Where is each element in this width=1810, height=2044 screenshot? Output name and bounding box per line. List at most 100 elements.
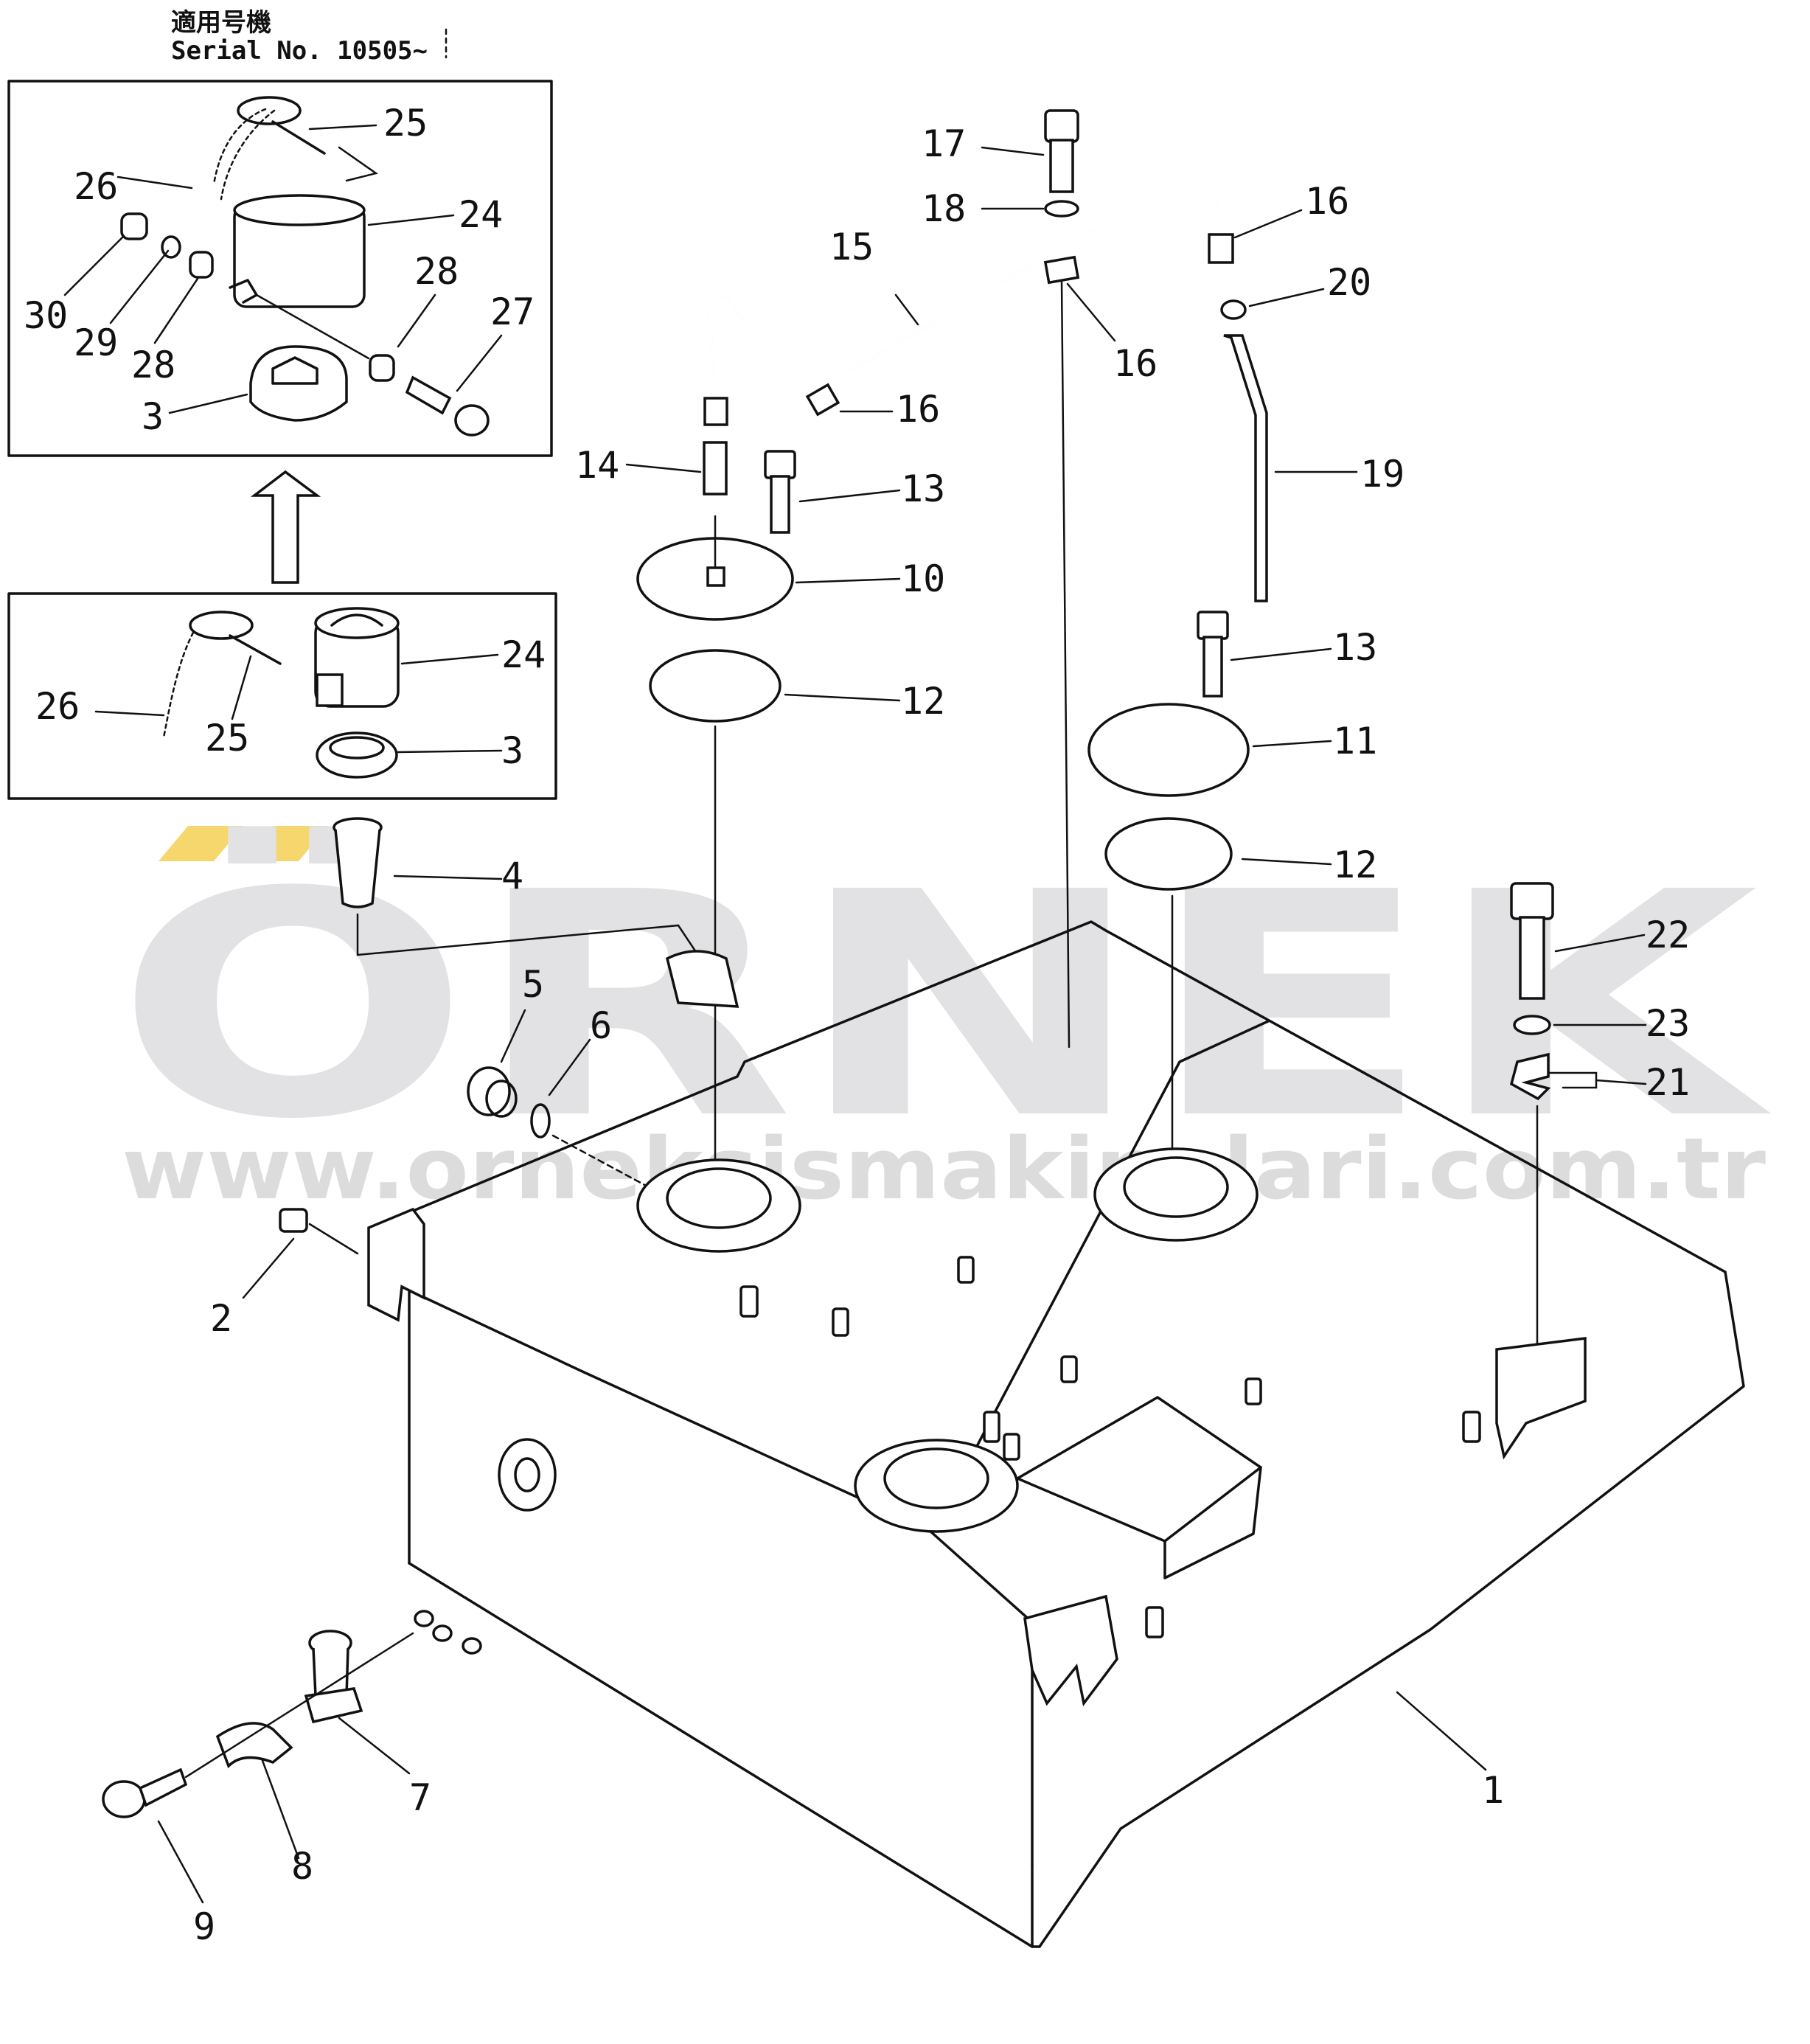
inset-lower-frame — [7, 592, 557, 800]
pin-25 — [271, 120, 326, 155]
filler-neck-4: 4 — [333, 817, 709, 971]
plug-assembly: 5 6 2 — [210, 963, 650, 1340]
leader-28b — [397, 293, 436, 348]
tank-top-divider — [931, 1020, 1270, 1532]
leader-6 — [548, 1038, 591, 1096]
chain-26-lower — [162, 631, 195, 739]
callout-29: 29 — [74, 321, 118, 364]
leader-13-left — [798, 489, 901, 503]
callout-3-lower: 3 — [501, 729, 523, 772]
callout-25-upper: 25 — [383, 102, 428, 145]
callout-17: 17 — [922, 122, 966, 165]
tank-opening-right-inner — [1123, 1156, 1229, 1218]
leader-27 — [456, 334, 503, 392]
left-cover-assembly: 14 13 10 12 — [575, 441, 945, 1181]
cover-10-port — [706, 566, 725, 587]
filler-neck-body — [334, 829, 381, 908]
bolt-27-shank — [405, 375, 452, 415]
callout-9: 9 — [193, 1905, 215, 1948]
leader-24a — [367, 214, 455, 226]
watermark-url: www.orneksismakinalari.com.tr — [122, 1120, 1766, 1219]
callout-30: 30 — [24, 294, 68, 337]
leader-28a — [153, 277, 199, 344]
leader-9 — [157, 1820, 204, 1904]
bolt-9-shank — [138, 1767, 188, 1807]
bolt-17-shank — [1049, 139, 1074, 193]
bolt-13-right-shank — [1202, 636, 1223, 698]
leader-8 — [260, 1757, 300, 1860]
drain-valve-7-body — [312, 1647, 349, 1697]
tank-bracket-right — [1495, 1337, 1587, 1460]
callout-21: 21 — [1646, 1061, 1690, 1104]
leader-10 — [795, 577, 901, 584]
tank-opening-left-inner — [666, 1167, 772, 1229]
leader-26a — [116, 175, 193, 190]
callout-12-right: 12 — [1333, 844, 1377, 886]
clamp-16-right — [1208, 233, 1234, 264]
watermark-brand: ÖRNEK — [114, 823, 1774, 1187]
leader-24b — [400, 653, 499, 665]
callout-26-lower: 26 — [35, 685, 80, 728]
fuel-cap-3-lower — [316, 731, 398, 779]
callout-15: 15 — [829, 226, 874, 268]
callout-27: 27 — [490, 291, 535, 333]
leader-11 — [1252, 740, 1332, 748]
gasket-12-left — [649, 649, 782, 723]
inset-arrow — [250, 470, 321, 584]
watermark-accent-right — [243, 826, 328, 861]
pipe-15-inner — [706, 173, 1225, 414]
leader-17 — [981, 146, 1045, 156]
callout-13-left: 13 — [901, 467, 945, 510]
callout-13-right: 13 — [1333, 626, 1377, 669]
stud-5 — [1245, 1377, 1262, 1405]
stud-3 — [957, 1256, 975, 1284]
callout-28-upper-right: 28 — [414, 250, 459, 293]
leader-12-left — [784, 693, 901, 702]
bolt-22-assembly: 22 23 21 — [1509, 882, 1690, 1366]
cover-11 — [1087, 703, 1250, 797]
fuel-cap-grip — [271, 356, 319, 385]
drain-stub-2 — [432, 1624, 453, 1642]
stud-2 — [832, 1307, 849, 1337]
tank-recess-depth — [1163, 1466, 1262, 1579]
stud-7 — [1003, 1433, 1020, 1461]
leader-21 — [1595, 1079, 1647, 1085]
tank-filler-stub — [665, 950, 739, 1008]
leader-30 — [63, 234, 125, 296]
stud-1 — [739, 1285, 759, 1318]
inset-upper-frame — [7, 80, 553, 457]
leader-24-to-28 — [255, 293, 370, 360]
serial-number-label: Serial No. 10505~ — [171, 36, 428, 66]
hose-19-assembly: 20 19 — [1220, 261, 1405, 602]
clamp-16-left — [805, 383, 840, 417]
tank-opening-front-inner — [883, 1447, 989, 1509]
leader-20 — [1248, 288, 1325, 307]
chain-ring-lower — [189, 611, 254, 640]
bolt-17-assembly: 17 18 — [922, 109, 1079, 1049]
leader-25a-fold — [338, 146, 378, 182]
tank-front-top-edge — [408, 1289, 1034, 1867]
tank-bottom-edge — [408, 1562, 1041, 1948]
tank-side-port-hole — [514, 1457, 540, 1492]
leader-7 — [338, 1717, 411, 1775]
callout-16-right: 16 — [1305, 180, 1349, 223]
callout-3-upper: 3 — [142, 395, 164, 438]
leader-16-mid — [1066, 282, 1116, 342]
tank-bracket-left — [367, 1207, 425, 1322]
leader-22 — [1554, 934, 1646, 953]
drain-stub-3 — [462, 1637, 482, 1655]
plug-5-thread — [485, 1080, 518, 1118]
callout-7: 7 — [409, 1776, 431, 1819]
callout-5: 5 — [522, 963, 544, 1006]
leader-1 — [1396, 1691, 1487, 1771]
leader-3a — [168, 393, 248, 414]
watermark: ÖRNEK www.orneksismakinalari.com.tr — [114, 823, 1774, 1219]
fuel-cap-3-lower-top — [329, 736, 385, 759]
bolt-17-guide-line — [1060, 279, 1071, 1049]
callout-8: 8 — [291, 1845, 313, 1888]
callout-14: 14 — [575, 444, 619, 487]
callout-18: 18 — [922, 187, 966, 230]
tank-side-port — [498, 1438, 557, 1512]
bolt-9-head — [102, 1780, 146, 1818]
